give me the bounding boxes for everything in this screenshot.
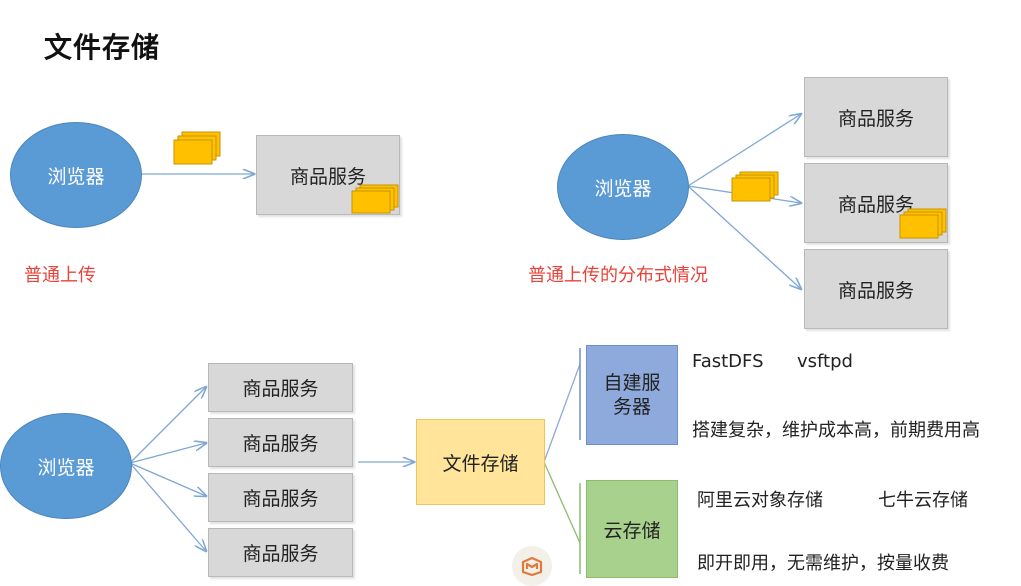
browser-node: 浏览器 <box>557 134 689 240</box>
browser-node: 浏览器 <box>0 413 132 519</box>
service-label: 商品服务 <box>242 488 319 510</box>
arrow-browser3-to-service3 <box>129 462 206 496</box>
self-built-server-box: 自建服 务器 <box>586 345 678 445</box>
self-built-tool-vsftpd: vsftpd <box>797 351 853 372</box>
service-box: 商品服务 <box>804 249 948 329</box>
service-label: 商品服务 <box>837 107 914 130</box>
file-stack-icon <box>351 184 399 214</box>
arrow-browser-to-service-bottom <box>687 185 801 289</box>
cloud-storage-box: 云存储 <box>586 480 678 578</box>
service-label: 商品服务 <box>289 165 366 188</box>
file-stack-icon <box>173 131 221 165</box>
arrow-browser3-to-service1 <box>129 387 206 464</box>
branch-to-self-built <box>543 363 581 463</box>
cloud-product-qiniu: 七牛云存储 <box>878 490 968 511</box>
service-label: 商品服务 <box>242 543 319 565</box>
page-title: 文件存储 <box>44 31 161 64</box>
distributed-upload-caption: 普通上传的分布式情况 <box>528 265 708 286</box>
service-box: 商品服务 <box>208 363 353 412</box>
browser-label: 浏览器 <box>594 177 652 200</box>
branch-to-cloud <box>543 461 581 544</box>
file-storage-label: 文件存储 <box>442 452 519 475</box>
watermark-logo-icon <box>512 546 552 586</box>
service-box: 商品服务 <box>208 418 353 467</box>
service-label: 商品服务 <box>242 433 319 455</box>
browser-label: 浏览器 <box>37 456 95 479</box>
arrow-browser-to-service-top <box>687 114 801 187</box>
cloud-storage-label: 云存储 <box>603 519 661 542</box>
service-box: 商品服务 <box>804 77 948 157</box>
cloud-product-aliyun: 阿里云对象存储 <box>697 490 823 511</box>
service-box: 商品服务 <box>804 163 948 243</box>
browser-label: 浏览器 <box>47 165 105 188</box>
arrow-browser3-to-service2 <box>129 443 206 464</box>
self-built-note: 搭建复杂，维护成本高，前期费用高 <box>692 420 980 441</box>
self-built-label-line1: 自建服 <box>603 372 661 394</box>
service-box: 商品服务 <box>208 528 353 577</box>
self-built-label-line2: 务器 <box>612 396 651 418</box>
arrow-browser3-to-service4 <box>129 462 206 551</box>
service-label: 商品服务 <box>242 378 319 400</box>
cloud-note: 即开即用，无需维护，按量收费 <box>697 553 949 574</box>
self-built-tool-fastdfs: FastDFS <box>692 351 764 372</box>
file-stack-icon <box>899 208 947 239</box>
service-label: 商品服务 <box>837 193 914 216</box>
file-storage-box: 文件存储 <box>416 419 545 505</box>
service-label: 商品服务 <box>837 279 914 302</box>
browser-node: 浏览器 <box>10 122 142 228</box>
normal-upload-caption: 普通上传 <box>24 265 96 286</box>
service-box: 商品服务 <box>208 473 353 522</box>
file-stack-icon <box>731 171 779 202</box>
